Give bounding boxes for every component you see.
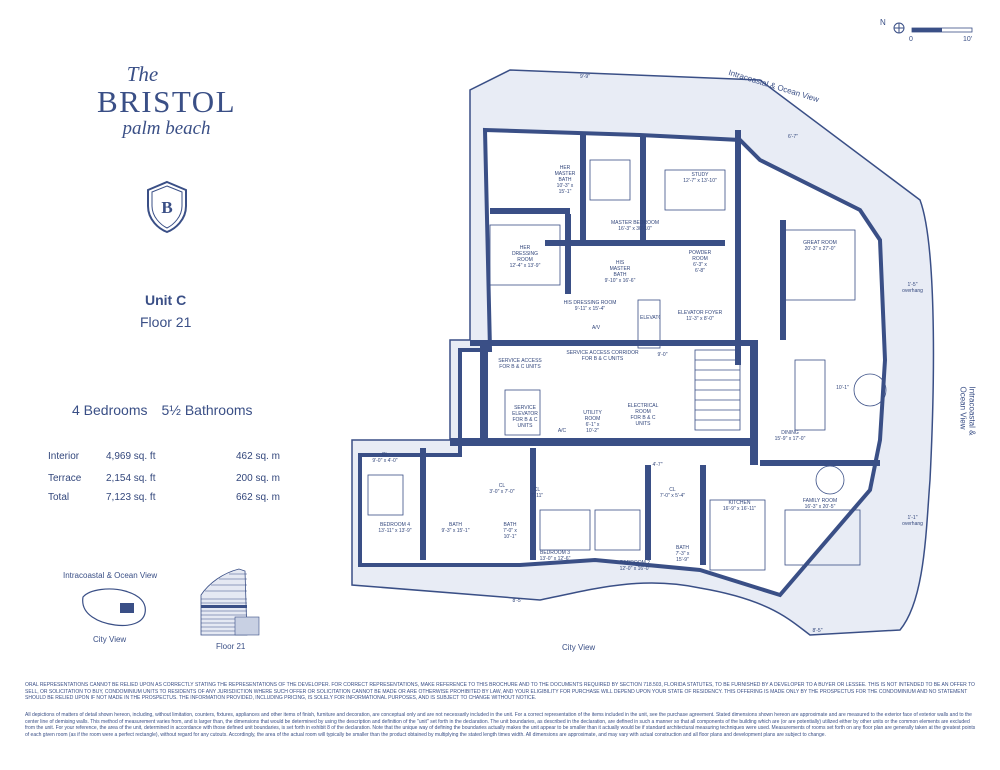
- room-service-elevator: SERVICE ELEVATOR FOR B & C UNITS: [512, 405, 538, 429]
- closet-2: CL 3'-0" x 7'-0": [489, 483, 515, 495]
- stat-label: Total: [48, 492, 70, 503]
- room-powder: POWDER ROOM 6'-3" x 6'-8": [688, 250, 712, 274]
- thumb-floor-label: Floor 21: [216, 642, 246, 651]
- logo-subtitle: palm beach: [122, 118, 211, 139]
- stat-label: Interior: [48, 451, 80, 462]
- floorplate-key-plan: [82, 588, 146, 627]
- thumb-city-view-label: City View: [93, 635, 127, 644]
- bathroom-count: 5½ Bathrooms: [161, 402, 253, 418]
- room-his-master-bath: HIS MASTER BATH 9'-10" x 16'-6": [604, 260, 636, 284]
- room-service-corridor: SERVICE ACCESS CORRIDOR FOR B & C UNITS: [566, 350, 639, 362]
- dim-2: 6'-7": [788, 134, 798, 140]
- room-family-room: FAMILY ROOM 16'-3" x 20'-5": [802, 498, 838, 510]
- view-label-bottom: City View: [562, 643, 596, 652]
- dim-8: 8'-5": [512, 598, 523, 604]
- room-service-access: SERVICE ACCESS FOR B & C UNITS: [498, 358, 542, 370]
- room-dining: DINING 15'-9" x 17'-0": [774, 430, 806, 442]
- logo-the: The: [126, 62, 159, 86]
- unit-floor: Floor 21: [140, 314, 192, 330]
- stat-sqm: 200 sq. m: [236, 473, 280, 484]
- dim-9: 8'-5": [812, 628, 823, 634]
- north-indicator: N: [880, 18, 886, 27]
- floor-plan: HER MASTER BATH 10'-3" x 15'-1" HER DRES…: [351, 69, 935, 636]
- closet-1: CL 9'-0" x 4'-0": [372, 452, 398, 464]
- room-elevator-foyer: ELEVATOR FOYER 11'-3" x 8'-0": [677, 310, 723, 322]
- stat-sqft: 7,123 sq. ft: [106, 492, 156, 503]
- room-master-bedroom: MASTER BEDROOM 16'-3" x 30'-10": [610, 220, 660, 232]
- compass-icon: [893, 22, 905, 34]
- dim-6: 9'-0": [657, 352, 668, 358]
- stat-sqm: 662 sq. m: [236, 492, 280, 503]
- room-kitchen: KITCHEN 16'-9" x 16'-11": [722, 500, 757, 512]
- closet-3: CL 7'-11": [530, 487, 544, 499]
- dim-3: 1'-5" overhang: [902, 282, 923, 294]
- closet-4: CL 7'-0" x 5'-4": [659, 487, 686, 499]
- north-label: N: [880, 18, 886, 27]
- stat-sqft: 4,969 sq. ft: [106, 451, 156, 462]
- room-bedroom-3: BEDROOM 3 13'-0" x 12'-6": [539, 550, 571, 562]
- stat-sqft: 2,154 sq. ft: [106, 473, 156, 484]
- room-bedroom-2: BEDROOM 2 12'-0" x 16'-0": [619, 560, 651, 572]
- label-av: A/V: [591, 325, 601, 331]
- shield-letter: B: [161, 198, 172, 217]
- room-elevator: ELEVATOR: [640, 315, 660, 321]
- room-her-dressing: HER DRESSING ROOM 12'-4" x 13'-9": [509, 245, 541, 269]
- bedroom-count: 4 Bedrooms: [72, 402, 148, 418]
- room-bath-a: BATH 9'-3" x 15'-1": [441, 522, 470, 534]
- stat-label: Terrace: [48, 473, 82, 484]
- building-elevation-thumbnail: [200, 568, 260, 636]
- room-bath-c: BATH 7'-3" x 15'-9": [675, 545, 690, 563]
- dim-5: 1'-1" overhang: [902, 515, 923, 527]
- room-her-master-bath: HER MASTER BATH 10'-3" x 15'-1": [554, 165, 576, 195]
- stat-sqm: 462 sq. m: [236, 451, 280, 462]
- room-his-dressing: HIS DRESSING ROOM 9'-11" x 15'-4": [563, 300, 617, 312]
- room-bedroom-4: BEDROOM 4 13'-11" x 13'-9": [378, 522, 412, 534]
- unit-title: Unit C: [145, 292, 187, 308]
- bed-bath-summary: 4 Bedrooms 5½ Bathrooms: [72, 402, 253, 418]
- legal-disclaimer-2: All depictions of matters of detail show…: [25, 712, 976, 738]
- room-utility: UTILITY ROOM 6'-1" x 10'-2": [583, 410, 602, 434]
- room-great-room: GREAT ROOM 20'-3" x 27'-0": [803, 240, 837, 252]
- room-electrical: ELECTRICAL ROOM FOR B & C UNITS: [627, 403, 659, 427]
- thumb-ocean-view-label: Intracoastal & Ocean View: [63, 571, 158, 580]
- dim-4: 10'-1": [836, 385, 849, 391]
- logo-wordmark: BRISTOL: [96, 84, 237, 119]
- view-label-right: Intracoastal & Ocean View: [958, 386, 977, 436]
- unit-shield-icon: B: [147, 180, 187, 234]
- dim-7: 4'-7": [652, 462, 663, 468]
- room-study: STUDY 12'-7" x 13'-10": [683, 172, 717, 184]
- room-bath-b: BATH 7'-0" x 10'-1": [503, 522, 517, 540]
- legal-disclaimer-1: ORAL REPRESENTATIONS CANNOT BE RELIED UP…: [25, 682, 975, 701]
- scale-end: 10': [963, 36, 973, 43]
- scale-start: 0: [909, 36, 913, 43]
- label-ac: A/C: [557, 428, 567, 434]
- dim-1: 9'-9": [580, 74, 590, 80]
- scale-bar: [911, 27, 973, 33]
